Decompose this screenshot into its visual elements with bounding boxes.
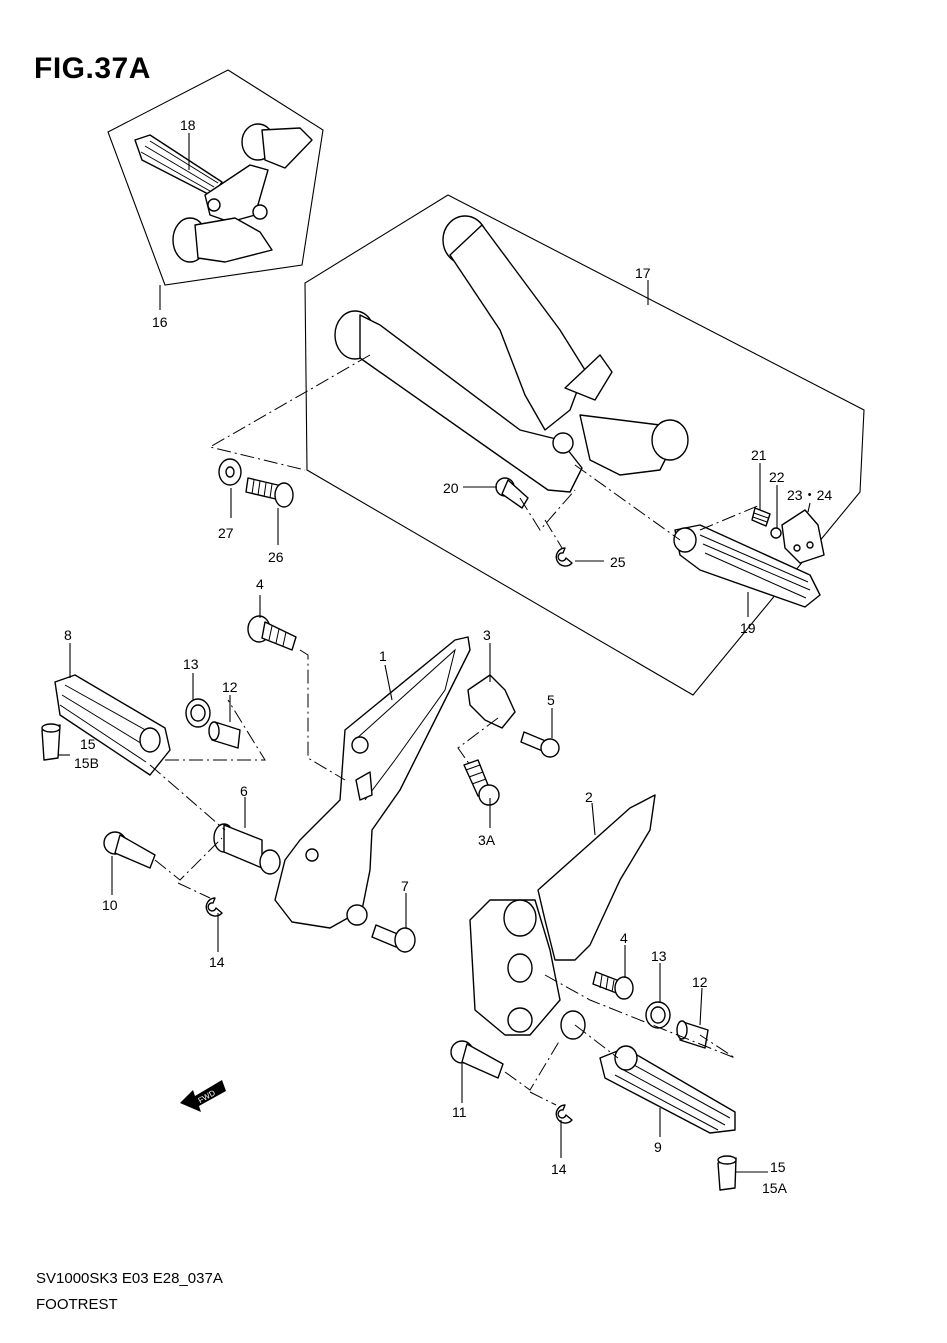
callout-11: 11 — [452, 1104, 467, 1120]
part-13-spring-left — [185, 698, 211, 728]
part-3-stopper — [467, 674, 516, 729]
callout-12-right: 12 — [692, 974, 708, 990]
callout-2: 2 — [585, 789, 593, 805]
fwd-arrow-icon: FWD — [180, 1080, 226, 1112]
part-8-front-footpeg — [54, 674, 171, 776]
callout-7: 7 — [401, 878, 409, 894]
part-12-bushing-left — [208, 721, 241, 749]
part-13-spring-right — [645, 1001, 671, 1029]
callout-14-right: 14 — [551, 1161, 567, 1177]
callout-15-right: 15 — [770, 1159, 786, 1175]
part-3a-screw — [463, 759, 500, 806]
callout-15-left: 15 — [80, 736, 96, 752]
part-10-pin-left — [103, 831, 156, 869]
figure-title: FIG.37A — [34, 52, 151, 85]
part-14-e-clip-right — [555, 1104, 573, 1124]
group-box-16 — [107, 69, 324, 310]
callout-9: 9 — [654, 1139, 662, 1155]
callout-10: 10 — [102, 897, 118, 913]
callout-20: 20 — [443, 480, 459, 496]
callout-13-right: 13 — [651, 948, 667, 964]
part-26-bolt — [245, 477, 294, 508]
callout-25: 25 — [610, 554, 626, 570]
callout-3: 3 — [483, 627, 491, 643]
part-9-front-footpeg-right — [599, 1045, 736, 1134]
dashed-leaders-lower — [149, 649, 736, 1106]
part-23-24-plate — [781, 509, 825, 564]
callout-17: 17 — [635, 265, 651, 281]
callout-14-left: 14 — [209, 954, 225, 970]
callout-26: 26 — [268, 549, 284, 565]
part-15-rubber-right — [717, 1155, 737, 1191]
part-17-rear-bracket — [334, 215, 689, 493]
part-5-bolt — [520, 731, 560, 758]
part-12-bushing-right — [676, 1020, 709, 1049]
callout-27: 27 — [218, 525, 234, 541]
part-21-spring — [751, 507, 771, 527]
callout-labels: 18 16 17 20 21 22 23・24 19 25 27 26 4 8 … — [64, 117, 832, 1196]
part-27-washer — [218, 458, 242, 486]
part-6-pivot — [213, 823, 281, 875]
part-11-pin-right — [450, 1040, 504, 1079]
part-16-rear-footrest-assy — [134, 123, 313, 263]
part-14-e-clip-left — [205, 897, 223, 917]
part-22-ball — [770, 527, 782, 539]
callout-leaders — [58, 133, 811, 1173]
part-1-front-bracket — [274, 636, 471, 929]
part-15-rubber-left — [41, 723, 61, 761]
part-19-rear-footpeg — [673, 524, 821, 608]
callout-15a: 15A — [762, 1180, 788, 1196]
part-7-bolt — [371, 924, 416, 953]
callout-3a: 3A — [478, 832, 496, 848]
dashed-leaders-group17 — [208, 354, 761, 549]
part-25-e-clip — [555, 547, 573, 567]
callout-13-left: 13 — [183, 656, 199, 672]
callout-21: 21 — [751, 447, 767, 463]
callout-12-left: 12 — [222, 679, 238, 695]
diagram-name: FOOTREST — [36, 1296, 118, 1313]
part-4-bolt-upper — [247, 615, 297, 651]
callout-4-upper: 4 — [256, 576, 264, 592]
callout-5: 5 — [547, 692, 555, 708]
callout-18: 18 — [180, 117, 196, 133]
callout-22: 22 — [769, 469, 785, 485]
callout-8: 8 — [64, 627, 72, 643]
callout-15b: 15B — [74, 755, 99, 771]
callout-4-lower: 4 — [620, 930, 628, 946]
part-2-front-bracket-right — [469, 794, 656, 1040]
part-4-bolt-lower — [592, 971, 634, 1000]
callout-1: 1 — [379, 648, 387, 664]
callout-16: 16 — [152, 314, 168, 330]
callout-19: 19 — [740, 620, 756, 636]
model-code: SV1000SK3 E03 E28_037A — [36, 1270, 223, 1287]
callout-23-24: 23・24 — [787, 487, 832, 503]
group-box-17 — [304, 194, 865, 696]
callout-6: 6 — [240, 783, 248, 799]
